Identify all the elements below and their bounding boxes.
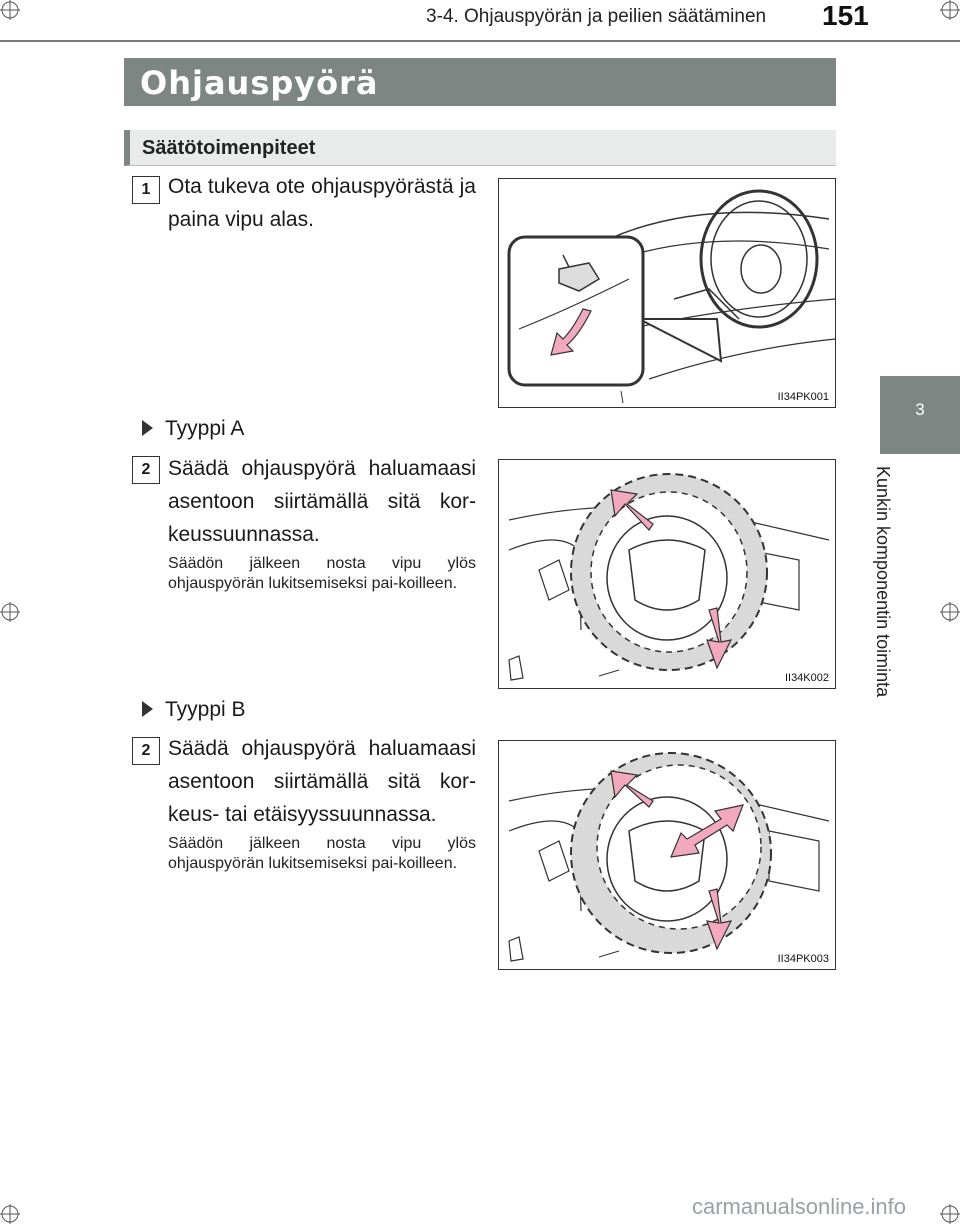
tilt-adjust-illustration bbox=[508, 473, 830, 681]
figure-code: II34PK001 bbox=[777, 391, 829, 403]
footer-watermark: carmanualsonline.info bbox=[692, 1194, 907, 1219]
type-b-label: Tyyppi B bbox=[142, 698, 246, 722]
figure-tilt-adjust: II34K002 bbox=[498, 459, 836, 689]
figure-tilt-telescopic-adjust: II34PK003 bbox=[498, 740, 836, 970]
header-rule bbox=[0, 40, 960, 42]
figure-code: II34PK003 bbox=[777, 953, 829, 965]
chapter-number: 3 bbox=[915, 400, 925, 419]
registration-mark-icon bbox=[940, 0, 960, 20]
registration-mark-icon bbox=[0, 0, 20, 20]
type-a-step-text: Säädä ohjauspyörä haluamaasi asentoon si… bbox=[168, 457, 476, 546]
step-badge: 2 bbox=[132, 737, 160, 765]
chapter-side-label: Kunkin komponentin toiminta bbox=[872, 466, 910, 716]
step-badge: 2 bbox=[132, 456, 160, 484]
chapter-tab: 3 bbox=[880, 376, 960, 454]
type-a-label-text: Tyyppi A bbox=[165, 417, 245, 440]
steering-lever-illustration bbox=[507, 189, 835, 404]
registration-mark-icon bbox=[940, 1204, 960, 1224]
type-b-label-text: Tyyppi B bbox=[165, 698, 246, 721]
page-title: Ohjauspyörä bbox=[140, 64, 379, 102]
triangle-bullet-icon bbox=[142, 701, 153, 717]
type-a-label: Tyyppi A bbox=[142, 417, 244, 441]
chapter-side-text: Kunkin komponentin toiminta bbox=[873, 466, 893, 698]
running-header-title: 3-4. Ohjauspyörän ja peilien säätäminen bbox=[426, 6, 767, 27]
section-title-bar: Ohjauspyörä bbox=[124, 58, 836, 106]
step-badge: 1 bbox=[132, 176, 160, 204]
figure-code: II34K002 bbox=[784, 672, 829, 684]
registration-mark-icon bbox=[0, 1204, 20, 1224]
type-a-note: Säädön jälkeen nosta vipu ylös ohjauspyö… bbox=[168, 555, 476, 592]
registration-mark-icon bbox=[0, 602, 20, 622]
step-text: Ota tukeva ote ohjauspyörästä ja paina v… bbox=[168, 175, 476, 231]
tilt-telescopic-illustration bbox=[508, 752, 830, 962]
page-number: 151 bbox=[822, 0, 869, 31]
registration-mark-icon bbox=[940, 602, 960, 622]
type-b-note: Säädön jälkeen nosta vipu ylös ohjauspyö… bbox=[168, 835, 476, 872]
triangle-bullet-icon bbox=[142, 420, 153, 436]
subsection-title: Säätötoimenpiteet bbox=[142, 137, 316, 159]
subsection-bar: Säätötoimenpiteet bbox=[124, 130, 836, 166]
type-b-step-text: Säädä ohjauspyörä haluamaasi asentoon si… bbox=[168, 737, 476, 826]
figure-steering-lever: II34PK001 bbox=[498, 178, 836, 408]
